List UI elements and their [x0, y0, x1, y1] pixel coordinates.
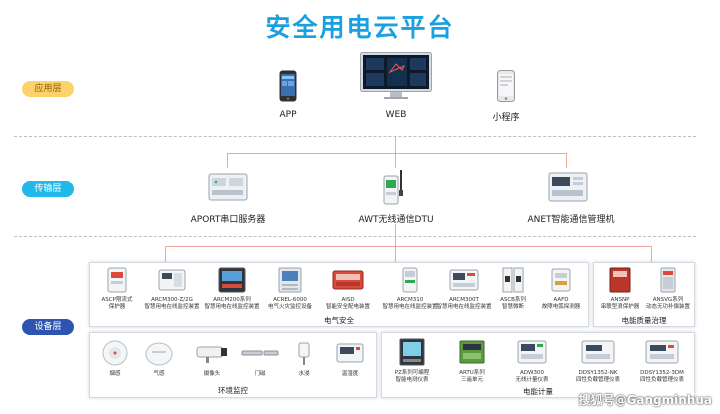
separator-transport: [14, 236, 696, 237]
connector-line: [395, 153, 396, 168]
web-label: WEB: [385, 110, 407, 120]
connector-line: [566, 153, 567, 168]
device-ansvg-desc: 动态无功补偿装置: [645, 304, 690, 310]
layer-label-app: 应用层: [22, 81, 74, 97]
device-camera-label: 摄像头: [203, 371, 221, 377]
device-ansnp-model: ANSNP: [610, 297, 630, 303]
awt-label: AWT无线通信DTU: [358, 215, 434, 225]
group-label-power-quality: 电能质量治理: [621, 316, 667, 325]
device-pz-desc: 智能电测仪表: [395, 377, 429, 383]
device-ddsy1352-3dm-desc: 四性负载管理仪表: [639, 377, 684, 383]
device-aisd-desc: 智能安全配电装置: [325, 304, 370, 310]
panel-power-quality: ANSNP 串联型浪保护器 ANSVG系列 动态无功补偿装置 电能质量治理: [593, 262, 695, 327]
panel-electric-safety: ASCP限流式 保护器 ARCM300-Z/2G 智慧用电在线监控装置 ARCM…: [89, 262, 589, 327]
panel-env-monitoring: 烟感 气感 摄像头 门磁 水浸 温湿度 环境监控: [89, 332, 377, 398]
device-temp-humidity: 温湿度: [328, 339, 372, 378]
app-label: APP: [279, 110, 297, 120]
device-water-sensor: 水浸: [286, 339, 322, 378]
connector-line: [395, 246, 396, 262]
device-camera: 摄像头: [190, 339, 234, 378]
layer-label-transport: 传输层: [22, 181, 74, 197]
device-pz: PZ系列可编程 智能电测仪表: [384, 338, 440, 384]
phone-mini-program-icon: [497, 70, 515, 106]
device-artu-desc: 三遥单元: [460, 377, 483, 383]
device-acrel6000-model: ACREL-6000: [273, 297, 307, 303]
device-ascb-desc: 智慧微断: [501, 304, 524, 310]
anet-label: ANET智能通信管理机: [527, 215, 615, 225]
device-temp-humidity-label: 温湿度: [341, 371, 359, 377]
device-ddsy1352-3dm: DDSY1352-3DM 四性负载管理仪表: [632, 338, 692, 384]
panel-energy-metering: PZ系列可编程 智能电测仪表 ARTU系列 三遥单元 ADW300 无线计量仪表…: [381, 332, 695, 398]
device-aisd-model: AISD: [341, 297, 355, 303]
device-aafd-model: AAFD: [553, 297, 569, 303]
device-aafd-desc: 故障电弧探测器: [541, 304, 581, 310]
device-arcm300t-model: ARCM300T: [449, 297, 479, 303]
group-label-env: 环境监控: [218, 386, 248, 395]
device-water-sensor-label: 水浸: [298, 371, 310, 377]
connector-line: [395, 137, 396, 153]
device-acrel6000-desc: 电气火灾监控设备: [267, 304, 312, 310]
device-smoke-label: 烟感: [109, 371, 121, 377]
device-arcm300t-desc: 智慧用电在线监控装置: [436, 304, 492, 310]
device-arcm200-desc: 智慧用电在线监控装置: [204, 304, 260, 310]
device-adw300-model: ADW300: [520, 370, 544, 376]
device-ddsy1352-nk: DDSY1352-NK 四性负载管理仪表: [568, 338, 628, 384]
device-ansnp-desc: 串联型浪保护器: [600, 304, 640, 310]
aport-device-icon: [208, 170, 248, 208]
device-adw300: ADW300 无线计量仪表: [504, 338, 560, 384]
device-artu-model: ARTU系列: [459, 370, 485, 376]
device-arcm300z-model: ARCM300-Z/2G: [151, 297, 193, 303]
monitor-web-icon: [360, 52, 432, 104]
device-door-sensor-label: 门磁: [254, 371, 266, 377]
mini-program-label: 小程序: [492, 113, 520, 123]
group-label-energy: 电能计量: [523, 387, 553, 396]
connector-line: [651, 246, 652, 262]
connector-line: [165, 246, 651, 247]
awt-device-icon: [378, 168, 410, 210]
page-title: 安全用电云平台: [265, 13, 455, 42]
device-ansvg-model: ANSVG系列: [652, 297, 684, 303]
device-pz-model: PZ系列可编程: [394, 370, 430, 376]
connector-line: [165, 246, 166, 262]
device-adw300-desc: 无线计量仪表: [515, 377, 549, 383]
device-gas-label: 气感: [153, 371, 165, 377]
device-ascp-model: ASCP限流式: [101, 297, 133, 303]
device-aisd: AISD 智能安全配电装置: [318, 267, 378, 311]
device-arcm300z: ARCM300-Z/2G 智慧用电在线监控装置: [142, 267, 202, 311]
device-arcm310-desc: 智慧用电在线监控装置: [382, 304, 438, 310]
device-artu: ARTU系列 三遥单元: [444, 338, 500, 384]
connector-line: [395, 224, 396, 246]
device-ddsy1352-nk-desc: 四性负载管理仪表: [575, 377, 620, 383]
phone-app-icon: [279, 70, 297, 106]
layer-label-device: 设备层: [22, 319, 74, 335]
device-aafd: AAFD 故障电弧探测器: [536, 267, 586, 311]
watermark-text: 搜狐号@Gangminhua: [578, 393, 712, 407]
device-ascb: ASCB系列 智慧微断: [488, 267, 538, 311]
anet-device-icon: [548, 170, 588, 208]
device-ansnp: ANSNP 串联型浪保护器: [596, 267, 644, 311]
device-arcm310: ARCM310 智慧用电在线监控装置: [380, 267, 440, 311]
device-ascp-desc: 保护器: [108, 304, 126, 310]
device-ansvg: ANSVG系列 动态无功补偿装置: [644, 267, 692, 311]
device-arcm200-model: ARCM200系列: [213, 297, 251, 303]
separator-app: [14, 136, 696, 137]
device-arcm300t: ARCM300T 智慧用电在线监控装置: [434, 267, 494, 311]
device-door-sensor: 门磁: [238, 339, 282, 378]
aport-label: APORT串口服务器: [190, 215, 266, 225]
connector-line: [227, 153, 228, 168]
device-ddsy1352-nk-model: DDSY1352-NK: [578, 370, 618, 376]
connector-line: [227, 153, 566, 154]
device-ascb-model: ASCB系列: [500, 297, 526, 303]
device-smoke: 烟感: [96, 339, 134, 378]
device-arcm310-model: ARCM310: [396, 297, 424, 303]
device-ddsy1352-3dm-model: DDSY1352-3DM: [640, 370, 684, 376]
device-arcm200: ARCM200系列 智慧用电在线监控装置: [202, 267, 262, 311]
group-label-electric-safety: 电气安全: [324, 316, 354, 325]
device-arcm300z-desc: 智慧用电在线监控装置: [144, 304, 200, 310]
device-ascp: ASCP限流式 保护器: [94, 267, 140, 311]
device-gas: 气感: [140, 339, 178, 378]
device-acrel6000: ACREL-6000 电气火灾监控设备: [260, 267, 320, 311]
